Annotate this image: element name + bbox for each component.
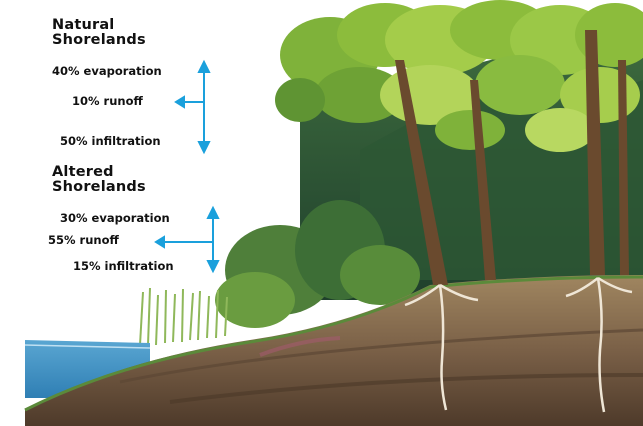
natural-runoff-label: 10% runoff [72, 95, 143, 108]
altered-water-arrows [150, 205, 225, 275]
shoreline-reeds [140, 288, 227, 345]
runoff-arrow-icon [156, 237, 164, 247]
natural-infiltration-label: 50% infiltration [60, 135, 161, 148]
natural-title-line1: Natural [52, 18, 146, 33]
natural-shorelands-title: Natural Shorelands [52, 18, 146, 48]
altered-shorelands-title: Altered Shorelands [52, 165, 146, 195]
altered-title-line1: Altered [52, 165, 146, 180]
altered-runoff-label: 55% runoff [48, 234, 119, 247]
infiltration-arrow-icon [199, 142, 209, 152]
natural-title-line2: Shorelands [52, 33, 146, 48]
evaporation-arrow-icon [199, 62, 209, 72]
evaporation-arrow-icon [208, 208, 218, 218]
natural-evaporation-label: 40% evaporation [52, 65, 162, 78]
altered-title-line2: Shorelands [52, 180, 146, 195]
infiltration-arrow-icon [208, 261, 218, 271]
natural-water-arrows [170, 60, 220, 155]
runoff-arrow-icon [176, 97, 184, 107]
